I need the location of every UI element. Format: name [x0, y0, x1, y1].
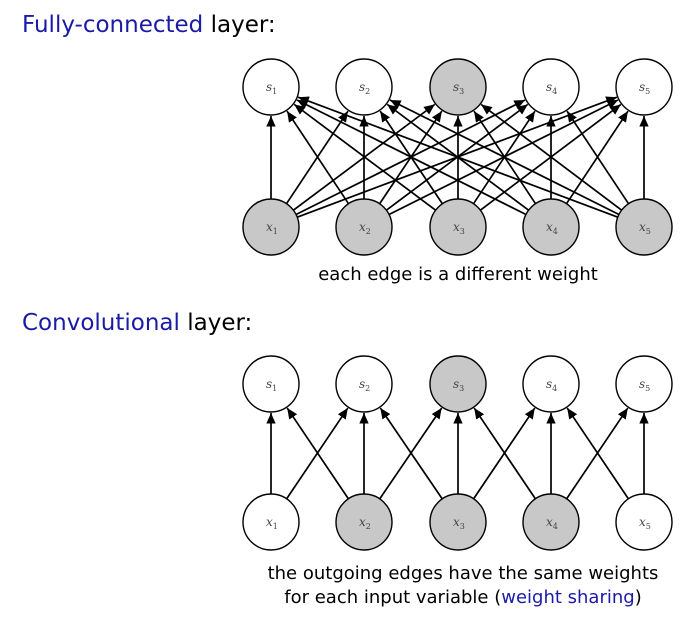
fc-edge-x3-s1 — [293, 103, 437, 211]
conv-node-s5-label: s5 — [639, 377, 650, 393]
conv-node-x4 — [522, 493, 580, 551]
fc-node-s4-label: s4 — [546, 80, 557, 96]
fc-edge-x5-s4 — [566, 110, 630, 205]
conv-caption-line1: the outgoing edges have the same weights — [267, 563, 659, 584]
conv-node-x1-label: x1 — [266, 515, 278, 531]
conv-node-s1 — [242, 355, 300, 413]
conv-caption: the outgoing edges have the same weights… — [230, 562, 696, 610]
fc-node-x1-label: x1 — [266, 220, 278, 236]
fc-edge-x5-s2 — [389, 99, 620, 216]
conv-node-x2-label: x2 — [359, 515, 371, 531]
conv-node-x5 — [615, 493, 673, 551]
conv-node-x1 — [242, 493, 300, 551]
fc-edge-x2-s1 — [286, 110, 350, 205]
fc-edge-x5-s1 — [297, 96, 619, 218]
fc-node-s5 — [615, 58, 673, 116]
fc-node-x4 — [522, 198, 580, 256]
conv-node-s2 — [335, 355, 393, 413]
fc-node-s2-label: s2 — [359, 80, 370, 96]
fc-caption: each edge is a different weight — [318, 264, 598, 285]
conv-node-s4 — [522, 355, 580, 413]
conv-node-s3-label: s3 — [453, 377, 464, 393]
conv-heading-rest: layer: — [179, 310, 253, 336]
fc-node-s1 — [242, 58, 300, 116]
fully-connected-diagram: s1 s2 s3 s4 s5 x1 x2 x3 x4 x5 — [242, 58, 673, 256]
fc-node-s3 — [429, 58, 487, 116]
conv-heading-accent: Convolutional — [22, 310, 180, 336]
conv-edge-x3-s2 — [379, 407, 443, 500]
conv-caption-line2-post: ) — [634, 587, 642, 608]
fc-edge-x5-s3 — [480, 103, 623, 211]
conv-node-s5 — [615, 355, 673, 413]
fc-node-x2 — [335, 198, 393, 256]
conv-node-s2-label: s2 — [359, 377, 370, 393]
conv-node-x4-label: x4 — [546, 515, 558, 531]
conv-edge-x2-s1 — [286, 407, 350, 500]
fc-node-x5-label: x5 — [639, 220, 651, 236]
fc-node-s3-label: s3 — [453, 80, 464, 96]
conv-caption-line2-pre: for each input variable ( — [284, 587, 502, 608]
conv-caption-line2: for each input variable (weight sharing) — [230, 586, 696, 610]
conv-node-x2 — [335, 493, 393, 551]
conv-edge-x5-s4 — [566, 407, 630, 500]
fc-node-s4 — [522, 58, 580, 116]
conv-node-s3 — [429, 355, 487, 413]
weight-sharing-text: weight sharing — [501, 587, 635, 608]
fc-heading-rest: layer: — [203, 12, 276, 38]
conv-node-s1-label: s1 — [266, 377, 277, 393]
fc-node-x4-label: x4 — [546, 220, 558, 236]
conv-heading: Convolutional layer: — [22, 310, 252, 336]
fc-node-s5-label: s5 — [639, 80, 650, 96]
conv-node-s4-label: s4 — [546, 377, 557, 393]
convolutional-diagram: s1 s2 s3 s4 s5 x1 x2 x3 x4 x5 — [242, 355, 673, 551]
fc-node-x3-label: x3 — [453, 220, 465, 236]
fc-edge-x4-s1 — [296, 99, 527, 216]
conv-node-x3 — [429, 493, 487, 551]
conv-node-x5-label: x5 — [639, 515, 651, 531]
conv-edge-x4-s3 — [473, 407, 537, 500]
fc-heading-accent: Fully-connected — [22, 12, 204, 38]
fc-node-x3 — [429, 198, 487, 256]
fc-node-x5 — [615, 198, 673, 256]
fc-node-s2 — [335, 58, 393, 116]
fc-node-x1 — [242, 198, 300, 256]
fc-node-x2-label: x2 — [359, 220, 371, 236]
fc-heading: Fully-connected layer: — [22, 12, 276, 38]
fc-node-s1-label: s1 — [266, 80, 277, 96]
conv-node-x3-label: x3 — [453, 515, 465, 531]
